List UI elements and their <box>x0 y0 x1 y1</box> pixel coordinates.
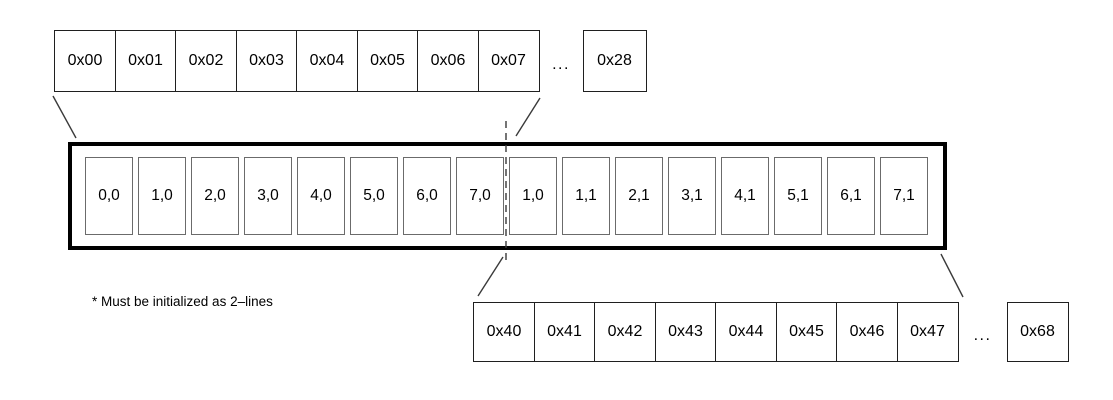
line-buffer-cell: 7,0 <box>456 157 504 235</box>
line-buffer-cell: 3,1 <box>668 157 716 235</box>
address-cell-last: 0x68 <box>1006 302 1069 362</box>
address-cell: 0x40 <box>473 302 535 362</box>
line-buffer-cell: 1,1 <box>562 157 610 235</box>
address-cell: 0x02 <box>175 30 237 92</box>
address-cell: 0x00 <box>54 30 116 92</box>
line-buffer-cell: 2,0 <box>191 157 239 235</box>
address-cell: 0x41 <box>533 302 596 362</box>
address-cell: 0x06 <box>417 30 479 92</box>
address-cell: 0x04 <box>296 30 358 92</box>
address-cell-last: 0x28 <box>582 30 647 92</box>
line-buffer-cell: 5,1 <box>774 157 822 235</box>
connector-bottom-left <box>477 256 504 297</box>
line-buffer-cell: 5,0 <box>350 157 398 235</box>
address-cell: 0x01 <box>114 30 177 92</box>
line-buffer-cell: 7,1 <box>880 157 928 235</box>
address-cell: 0x07 <box>477 30 540 92</box>
line-buffer-cell: 6,0 <box>403 157 451 235</box>
footnote: * Must be initialized as 2–lines <box>92 294 273 309</box>
line-buffer-cell: 1,0 <box>138 157 186 235</box>
ellipsis: ... <box>973 327 992 344</box>
ellipsis: ... <box>552 56 570 73</box>
top-address-row: 0x00 0x01 0x02 0x03 0x04 0x05 0x06 0x07 … <box>54 30 647 92</box>
line-buffer-cell: 4,1 <box>721 157 769 235</box>
connector-top-left <box>52 95 77 139</box>
address-cell: 0x42 <box>594 302 656 362</box>
address-cell: 0x47 <box>896 302 959 362</box>
bottom-address-row: 0x40 0x41 0x42 0x43 0x44 0x45 0x46 0x47 … <box>473 302 1069 362</box>
line-buffer-cell: 2,1 <box>615 157 663 235</box>
address-cell: 0x45 <box>775 302 838 362</box>
connector-bottom-right <box>940 253 964 298</box>
line-buffer-cell: 1,0 <box>509 157 557 235</box>
line-buffer-cell: 4,0 <box>297 157 345 235</box>
address-cell: 0x05 <box>356 30 419 92</box>
line-buffer-cell: 6,1 <box>827 157 875 235</box>
line-buffer-cell: 0,0 <box>85 157 133 235</box>
line-buffer-cell: 3,0 <box>244 157 292 235</box>
address-cell: 0x43 <box>654 302 717 362</box>
address-cell: 0x46 <box>836 302 898 362</box>
address-cell: 0x03 <box>235 30 298 92</box>
connector-top-right <box>515 97 541 137</box>
line-buffer: 0,0 1,0 2,0 3,0 4,0 5,0 6,0 7,0 1,0 1,1 … <box>68 142 947 250</box>
address-cell: 0x44 <box>715 302 777 362</box>
